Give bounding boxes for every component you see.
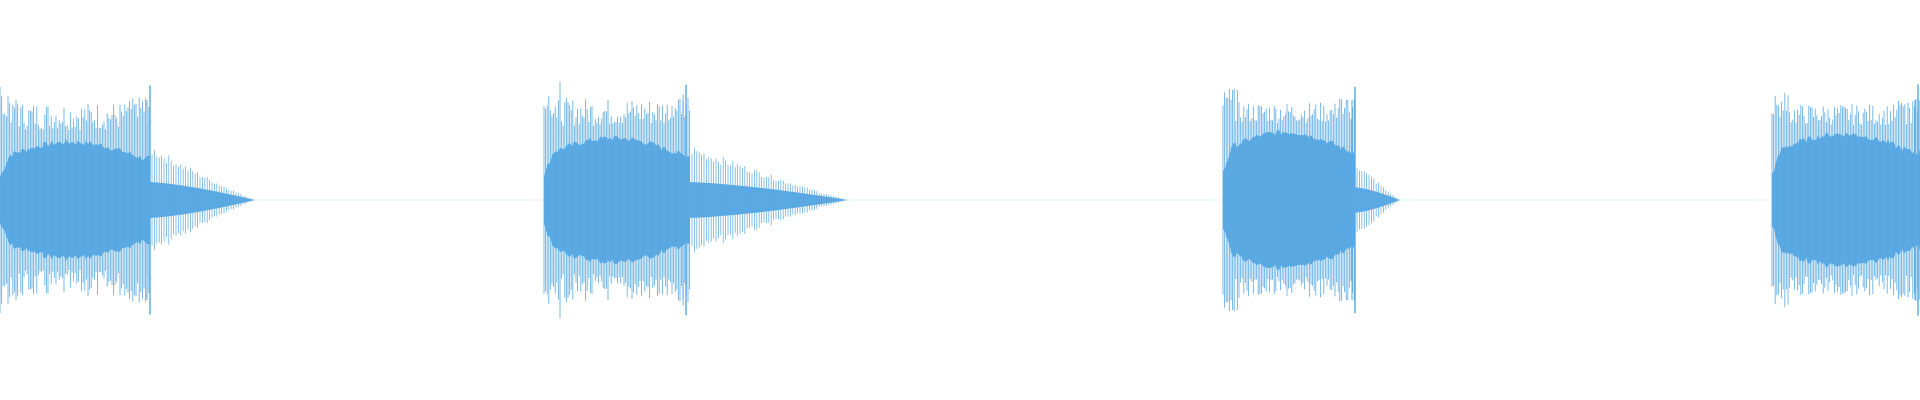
waveform-burst-3 [1222, 86, 1400, 314]
waveform-burst-2 [543, 81, 848, 319]
waveform-burst-4 [1771, 84, 1920, 316]
waveform-burst-1 [0, 85, 255, 315]
waveform-body [544, 135, 690, 265]
